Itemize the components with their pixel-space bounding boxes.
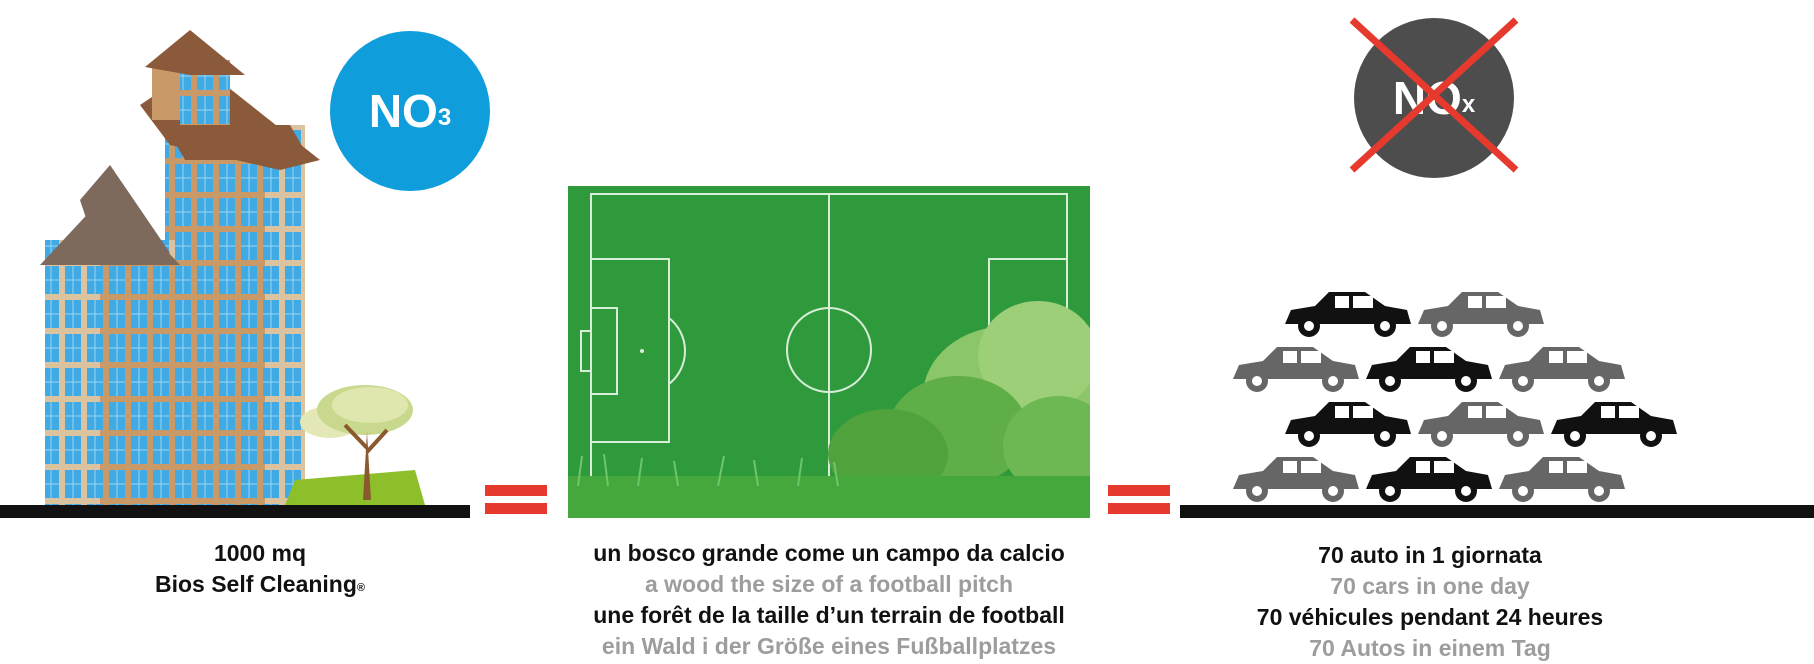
- ground-line-right: [1180, 505, 1814, 518]
- caption-cars-en: 70 cars in one day: [1330, 573, 1530, 599]
- caption-building-product: Bios Self Cleaning®: [100, 569, 420, 604]
- caption-cars-fr: 70 véhicules pendant 24 heures: [1256, 604, 1604, 630]
- car-icon: [1233, 457, 1359, 502]
- caption-cars: 70 auto in 1 giornata 70 cars in one day…: [1180, 540, 1680, 664]
- ground-line-left: [0, 505, 470, 518]
- caption-pitch-it: un bosco grande come un campo da calcio: [593, 540, 1065, 566]
- football-pitch-icon: [568, 186, 1090, 518]
- nox-badge-sub: x: [1461, 91, 1476, 118]
- caption-building: 1000 mq Bios Self Cleaning®: [100, 538, 420, 604]
- building-icon: [40, 30, 320, 505]
- cross-out-icon: [1349, 17, 1519, 173]
- caption-pitch-en: a wood the size of a football pitch: [644, 571, 1013, 597]
- caption-pitch-de: ein Wald i der Größe eines Fußballplatze…: [601, 633, 1057, 659]
- car-icon: [1499, 457, 1625, 502]
- no3-badge-sub: 3: [437, 104, 452, 131]
- caption-cars-it: 70 auto in 1 giornata: [1318, 542, 1542, 568]
- car-icon: [1418, 402, 1544, 447]
- no3-badge-main: NO: [368, 85, 438, 137]
- car-icon: [1285, 292, 1411, 337]
- tree-icon: [285, 385, 425, 505]
- car-icon: [1499, 347, 1625, 392]
- caption-cars-de: 70 Autos in einem Tag: [1309, 635, 1551, 661]
- car-icon: [1366, 347, 1492, 392]
- car-icon: [1366, 457, 1492, 502]
- cars-group: [1233, 292, 1677, 502]
- car-icon: [1285, 402, 1411, 447]
- car-icon: [1418, 292, 1544, 337]
- car-icon: [1551, 402, 1677, 447]
- car-icon: [1233, 347, 1359, 392]
- caption-pitch-fr: une forêt de la taille d’un terrain de f…: [593, 602, 1065, 628]
- caption-pitch: un bosco grande come un campo da calcio …: [529, 538, 1129, 662]
- product-name: Bios Self Cleaning: [154, 571, 357, 597]
- caption-building-area: 1000 mq: [213, 540, 307, 566]
- registered-mark: ®: [356, 582, 366, 594]
